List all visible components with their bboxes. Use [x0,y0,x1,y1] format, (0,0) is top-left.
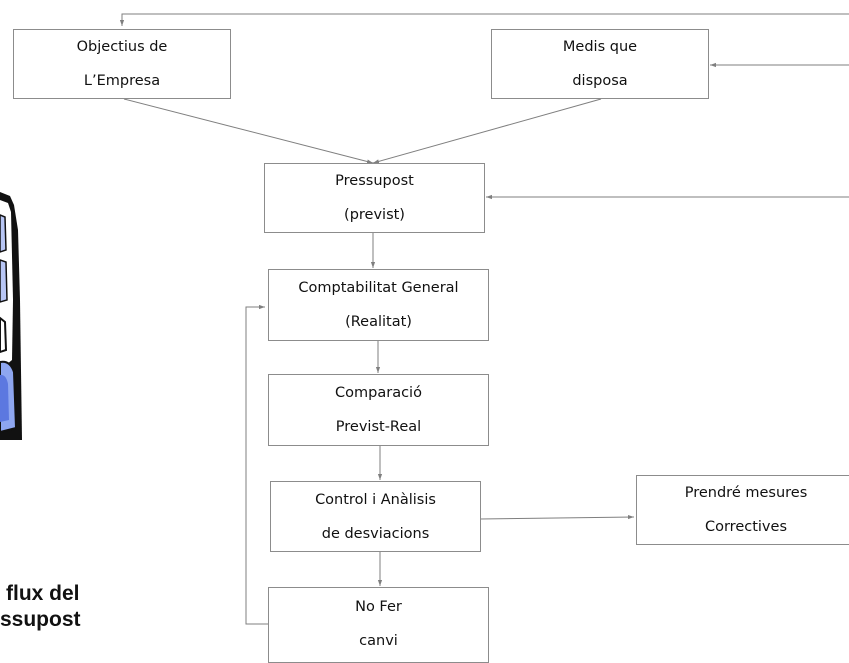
node-pressupost-line1: Pressupost [335,173,414,189]
node-comptabilitat-line1: Comptabilitat General [298,280,459,296]
node-comparacio: Comparació Previst-Real [268,374,489,446]
arrow-control-mesures [479,514,635,520]
node-nofer: No Fer canvi [268,587,489,663]
node-nofer-line1: No Fer [355,599,402,615]
diagram-caption-line1: flux del [6,582,80,605]
person-clipart-icon [0,192,22,440]
arrow-objectius-pressupost [123,98,374,164]
node-pressupost-line2: (previst) [344,207,405,223]
node-medis: Medis que disposa [491,29,709,99]
node-nofer-line2: canvi [359,633,398,649]
feedback-arrow-objectius [119,13,849,26]
node-mesures-line1: Prendré mesures [684,485,808,501]
node-mesures-line2: Correctives [704,519,787,535]
node-medis-line1: Medis que [562,39,638,55]
node-control-line2: de desviacions [321,525,430,542]
arrow-medis-pressupost [372,98,602,164]
node-control: Control i Anàlisis de desviacions [270,481,481,552]
node-objectius-line1: Objectius de [76,39,168,55]
node-objectius: Objectius de L’Empresa [13,29,231,99]
node-comptabilitat-line2: (Realitat) [345,314,412,330]
loop-arrow-nofer-comptabilitat [245,304,268,625]
node-pressupost: Pressupost (previst) [264,163,485,233]
node-control-line1: Control i Anàlisis [315,491,436,508]
node-mesures: Prendré mesures Correctives [636,475,849,545]
node-objectius-line2: L’Empresa [83,73,161,89]
node-comparacio-line2: Previst-Real [335,419,422,435]
node-comptabilitat: Comptabilitat General (Realitat) [268,269,489,341]
node-comparacio-line1: Comparació [335,385,422,401]
node-medis-line2: disposa [572,73,628,89]
diagram-caption-line2: ssupost [0,608,81,631]
